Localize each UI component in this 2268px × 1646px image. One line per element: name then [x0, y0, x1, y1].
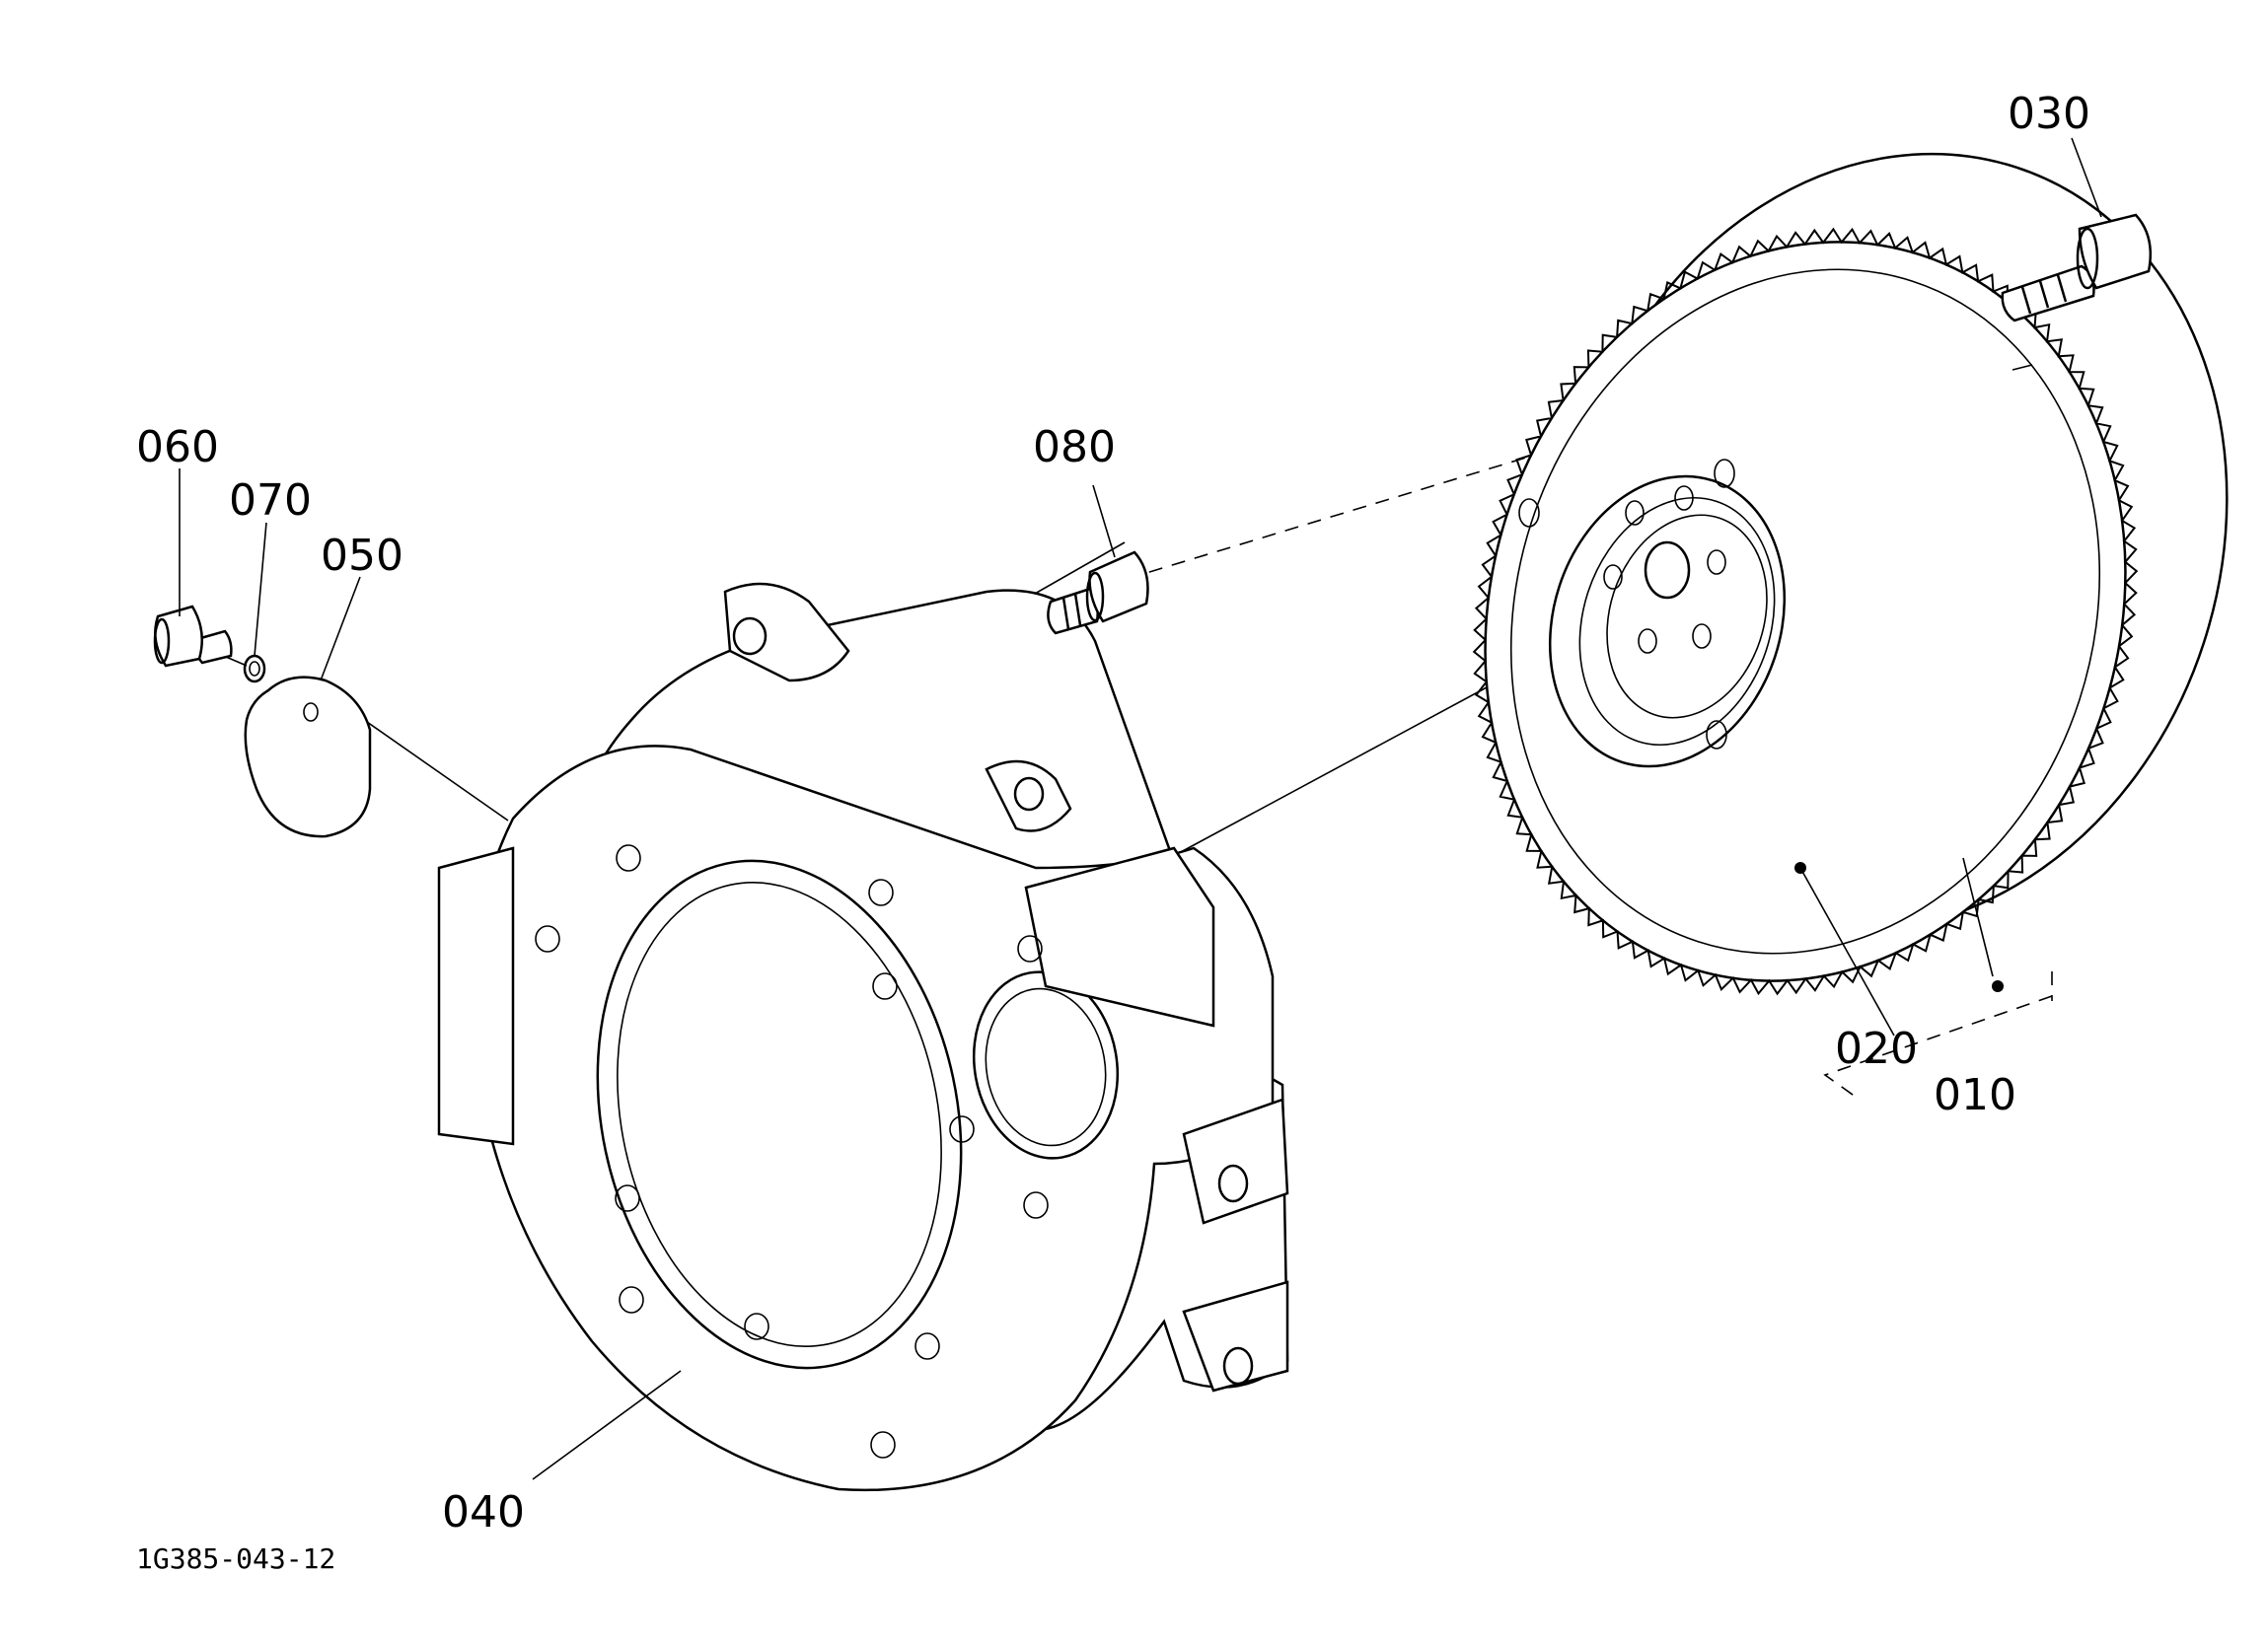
part-labels: 030 080 060 070 050 020 010 040: [136, 89, 2090, 1538]
label-020: 020: [1835, 1024, 1918, 1074]
gear-tooth-outline: [1472, 227, 2139, 996]
label-080: 080: [1033, 422, 1116, 472]
label-070: 070: [229, 475, 312, 526]
housing-bolt-drawing: [1047, 550, 1149, 635]
drawing-number: 1G385-043-12: [136, 1542, 335, 1575]
cover-plate-drawing: [244, 676, 372, 838]
assembly-bracket: [1794, 857, 2053, 1101]
label-010: 010: [1934, 1070, 2016, 1120]
label-030: 030: [2008, 89, 2090, 139]
flywheel: [1472, 152, 2229, 996]
label-060: 060: [136, 422, 219, 472]
label-040: 040: [442, 1487, 525, 1538]
washer-drawing: [243, 654, 266, 683]
label-050: 050: [321, 531, 403, 581]
ring-gear-teeth: [1472, 227, 2139, 996]
label-leaders: [179, 137, 2102, 1480]
flywheel-bolt-drawing: [2001, 213, 2153, 322]
flywheel-housing-drawing: [437, 582, 1289, 1492]
cover-bolt-drawing: [153, 605, 233, 668]
